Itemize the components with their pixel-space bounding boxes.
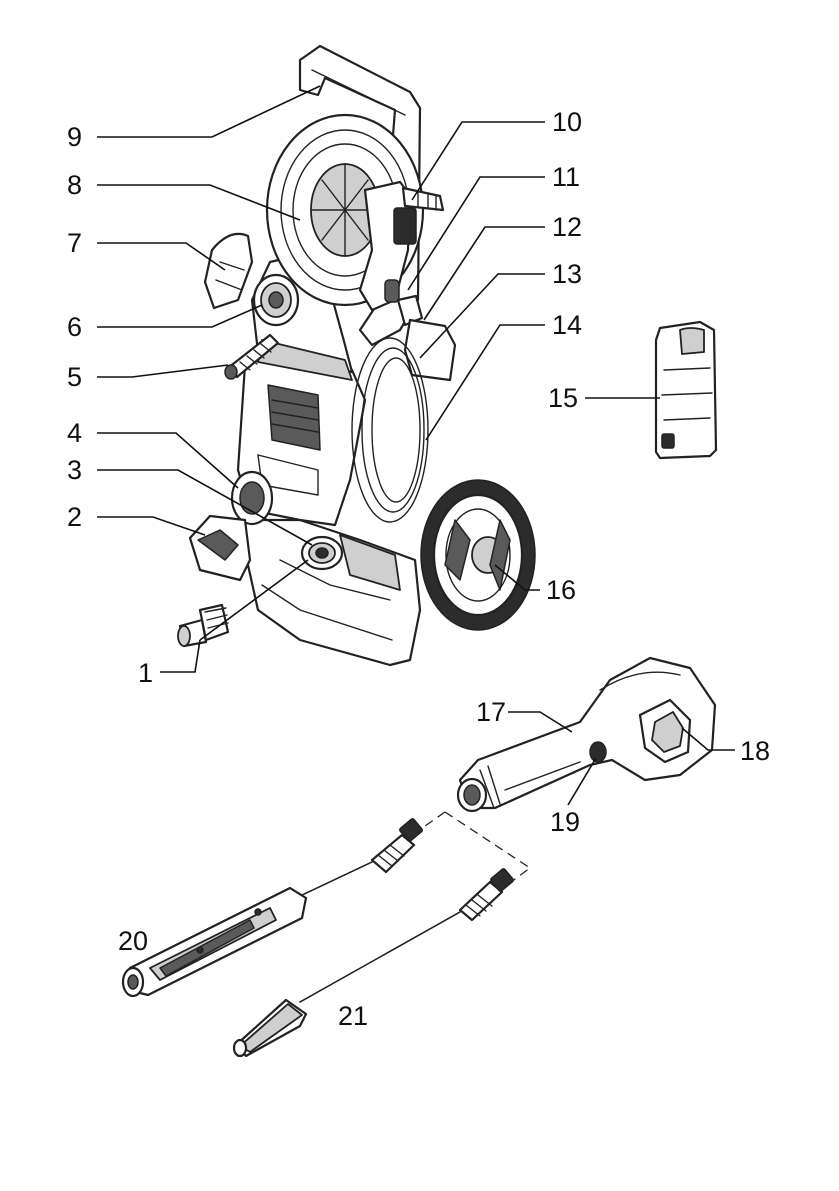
wheel-16 (421, 480, 535, 630)
callout-1: 1 (138, 658, 153, 688)
callout-2: 2 (67, 502, 82, 532)
callout-18: 18 (740, 736, 770, 766)
pressure-knob-6 (254, 275, 298, 325)
spray-lance-20 (123, 818, 423, 996)
body-vent-panel (268, 385, 320, 450)
callout-14: 14 (552, 310, 582, 340)
water-inlet-3 (302, 537, 342, 569)
switch-4 (232, 472, 272, 524)
trigger-19 (590, 742, 606, 762)
callout-10: 10 (552, 107, 582, 137)
callout-17: 17 (476, 697, 506, 727)
callout-3: 3 (67, 455, 82, 485)
pressure-washer-unit (190, 46, 535, 665)
callout-13: 13 (552, 259, 582, 289)
callout-6: 6 (67, 312, 82, 342)
detergent-bottle-15 (656, 322, 716, 458)
coiled-hose (352, 338, 428, 522)
callout-15: 15 (548, 383, 578, 413)
callout-21: 21 (338, 1001, 368, 1031)
callout-4: 4 (67, 418, 82, 448)
callout-5: 5 (67, 362, 82, 392)
callout-8: 8 (67, 170, 82, 200)
callout-20: 20 (118, 926, 148, 956)
callout-11: 11 (552, 162, 580, 192)
callout-9: 9 (67, 122, 82, 152)
callout-7: 7 (67, 228, 82, 258)
spray-gun (458, 658, 715, 811)
callout-19: 19 (550, 807, 580, 837)
callout-12: 12 (552, 212, 582, 242)
storage-tray-7 (205, 234, 252, 308)
callout-16: 16 (546, 575, 576, 605)
